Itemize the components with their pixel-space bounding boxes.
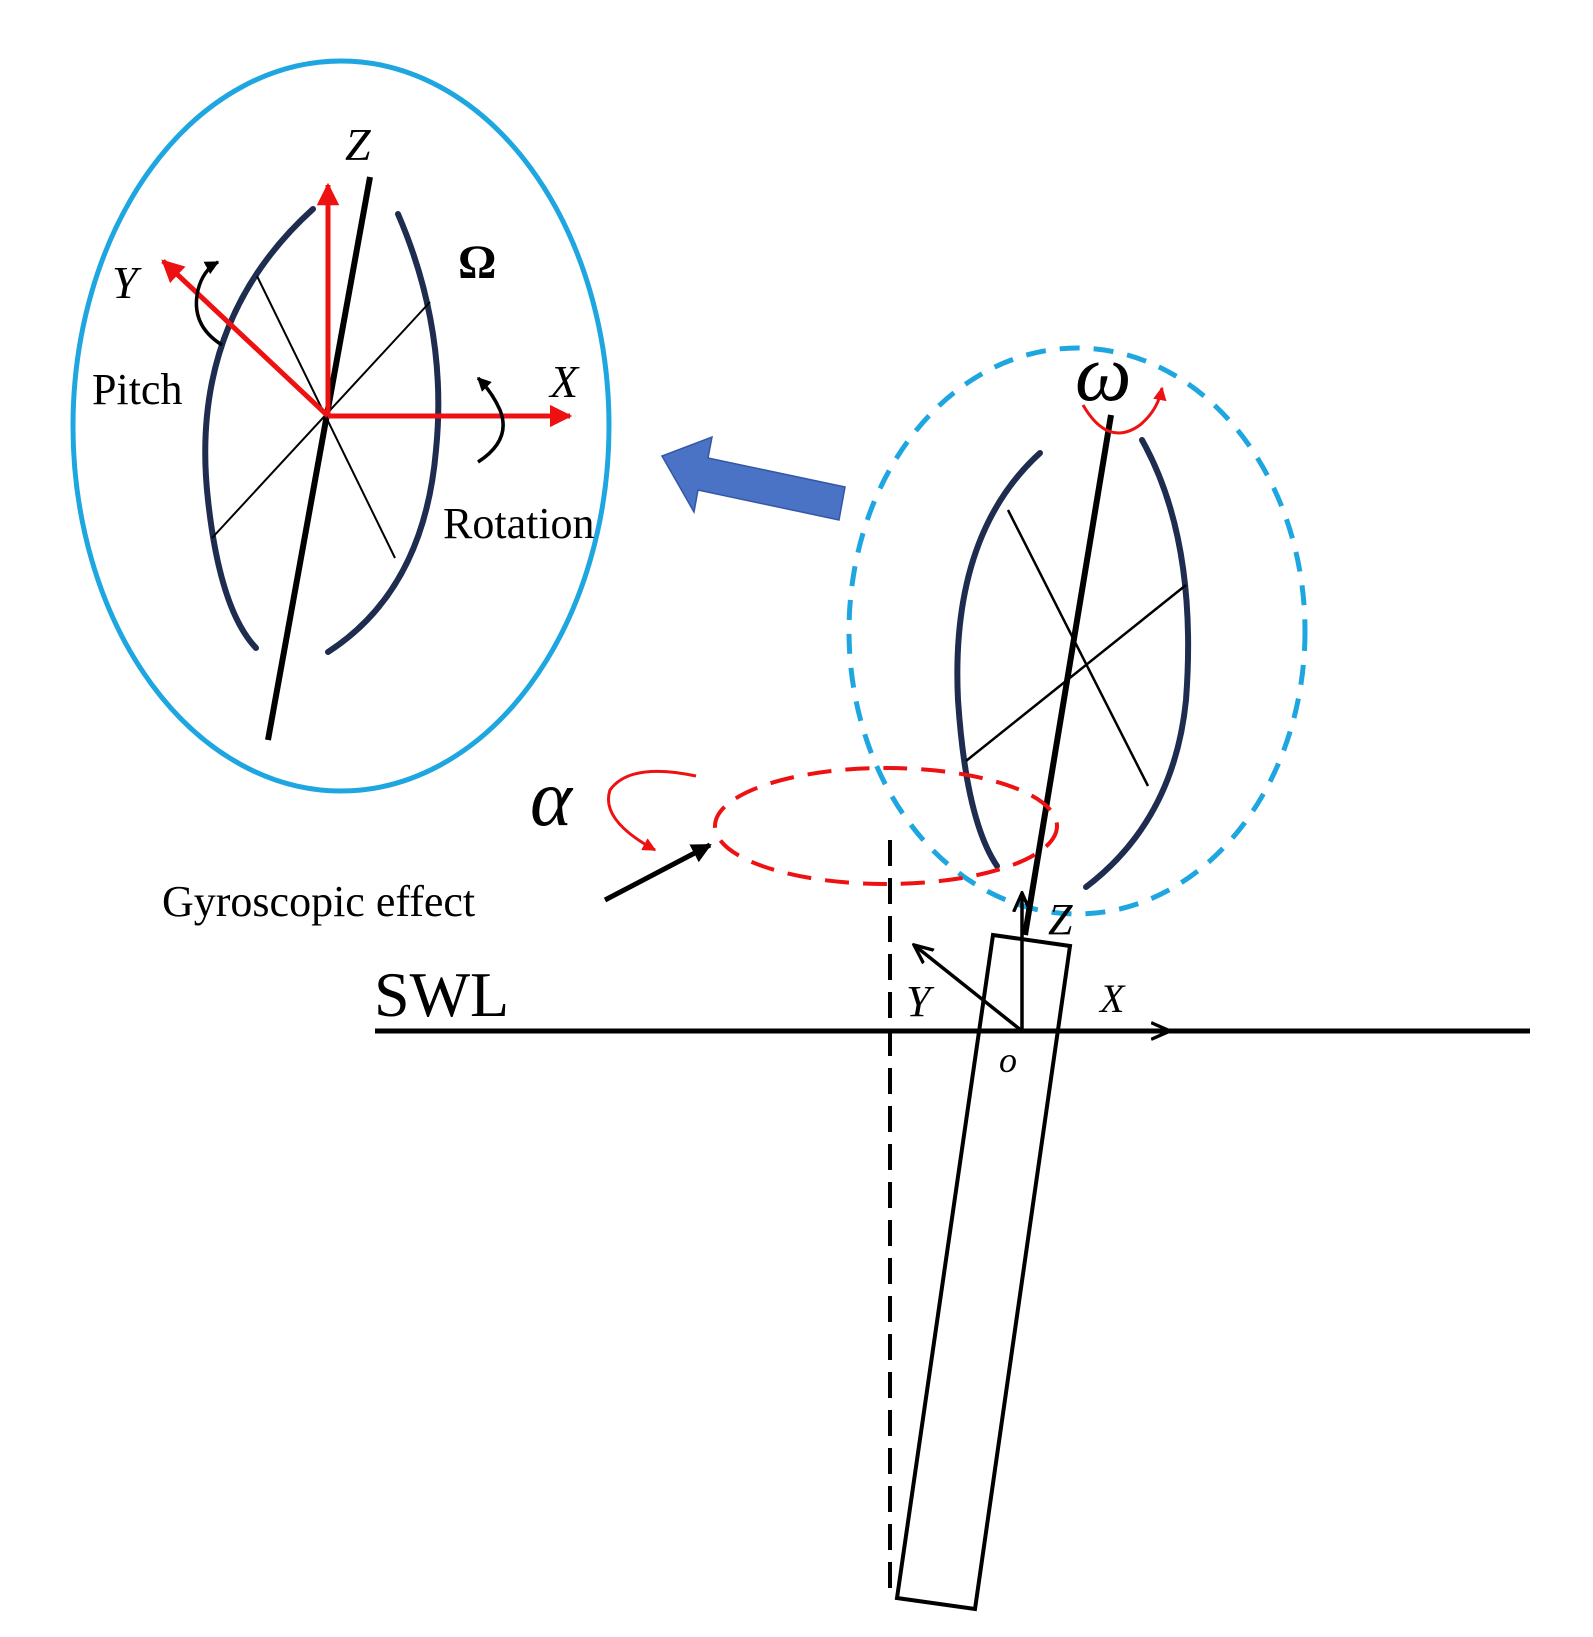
inset-boundary-ellipse	[70, 58, 612, 794]
omega-rotation-arrow	[1081, 386, 1167, 435]
gyroscopic-effect-label: Gyroscopic effect	[162, 877, 475, 926]
main-turbine: ω α Gyroscopic effect SWL Z Y X o	[162, 330, 1530, 1612]
origin-label: o	[999, 1040, 1017, 1080]
inset-x-label: X	[548, 356, 580, 407]
rotation-label: Rotation	[443, 499, 595, 548]
pitch-label: Pitch	[92, 365, 182, 414]
main-y-label: Y	[906, 977, 935, 1026]
swl-label: SWL	[374, 959, 509, 1030]
alpha-label: α	[530, 755, 574, 843]
inset-z-label: Z	[345, 119, 371, 170]
omega-label: ω	[1075, 330, 1131, 418]
main-tower-shaft	[1022, 414, 1114, 936]
gyroscopic-dashed-ellipse	[713, 766, 1059, 886]
inset-rotor-left-arc	[202, 206, 316, 651]
inset-spoke	[211, 301, 431, 539]
alpha-rotation-arrow	[607, 769, 697, 852]
inset-y-axis-arrow	[161, 259, 330, 418]
zoom-block-arrow	[660, 435, 846, 521]
inset-detail-view: Z Y X Ω Pitch Rotation	[70, 58, 612, 794]
inset-omega-label: Ω	[458, 236, 496, 289]
main-spoke	[1006, 509, 1150, 787]
inset-y-label: Y	[112, 257, 142, 308]
spar-platform	[894, 932, 1073, 1612]
main-rotor-right-arc	[1083, 437, 1192, 890]
inset-rotation-curved-arrow	[476, 376, 505, 464]
gyroscopic-effect-pointer	[603, 842, 712, 903]
rotor-motion-dashed-ellipse	[846, 345, 1308, 917]
main-x-label: X	[1098, 976, 1126, 1021]
inset-rotor-right-arc	[325, 211, 442, 655]
main-z-label: Z	[1048, 895, 1073, 944]
main-rotor-left-arc	[954, 450, 1043, 869]
main-y-axis-arrow	[914, 945, 1024, 1033]
inset-tower-shaft	[265, 176, 373, 741]
main-spoke	[965, 584, 1187, 762]
inset-pitch-curved-arrow	[194, 260, 223, 347]
